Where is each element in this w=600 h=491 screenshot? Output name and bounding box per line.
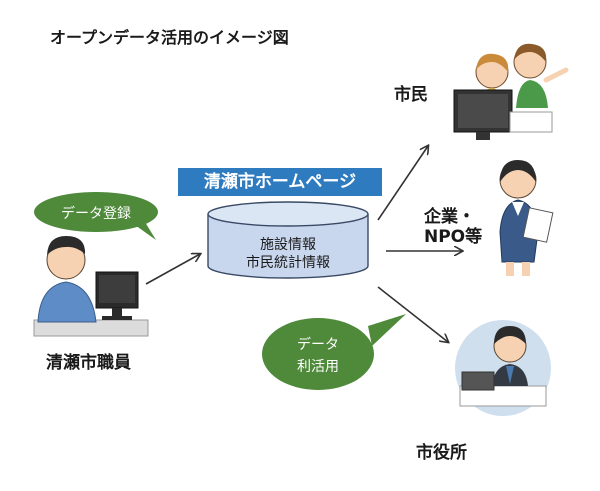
database-line-facilities: 施設情報 (260, 237, 316, 253)
bubble-register (34, 192, 158, 240)
company-worker-illustration (499, 160, 554, 276)
arrow-to-citizens (377, 146, 428, 221)
staff-illustration (33, 236, 149, 337)
companies-label-line2: NPO等 (424, 227, 483, 247)
arrow-staff-to-homepage (145, 254, 200, 285)
city-office-illustration (455, 320, 551, 416)
bubble-use-line1: データ (297, 337, 339, 353)
staff-label: 清瀬市職員 (46, 353, 131, 373)
diagram-title: オープンデータ活用のイメージ図 (50, 28, 289, 47)
bubble-use-line2: 利活用 (297, 359, 339, 375)
arrow-to-city-office (377, 286, 448, 342)
citizens-label: 市民 (394, 85, 428, 105)
homepage-label: 清瀬市ホームページ (178, 168, 382, 196)
companies-label-line1: 企業・ (424, 207, 475, 227)
bubble-register-text: データ登録 (61, 206, 131, 222)
database-cylinder (207, 201, 369, 279)
city-office-label: 市役所 (416, 443, 467, 463)
citizens-illustration (453, 43, 569, 140)
bubble-use (262, 314, 406, 390)
database-line-statistics: 市民統計情報 (246, 255, 330, 271)
